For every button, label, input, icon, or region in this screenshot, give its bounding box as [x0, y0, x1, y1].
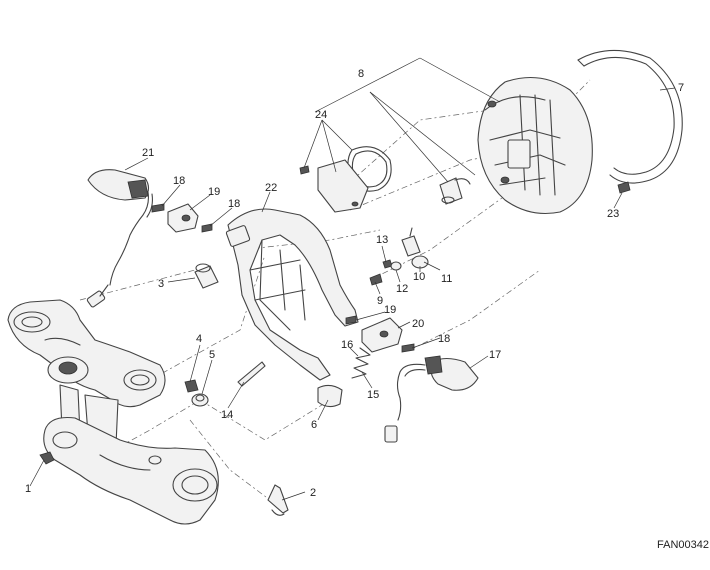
access-cover-part [317, 159, 369, 213]
callout-19b: 20 [412, 318, 424, 330]
right-turn-signal [384, 355, 479, 443]
callout-5: 5 [209, 349, 215, 361]
callout-6: 6 [311, 419, 317, 431]
callout-15: 15 [367, 389, 379, 401]
screw-part [617, 181, 631, 194]
callout-18c: 18 [438, 333, 450, 345]
headlight-trim-ring [577, 49, 683, 184]
callout-7: 7 [678, 82, 684, 94]
callout-4: 4 [196, 333, 202, 345]
callout-21: 22 [265, 182, 277, 194]
callout-13: 13 [376, 234, 388, 246]
callout-18b: 18 [228, 198, 240, 210]
callout-23: 24 [315, 109, 327, 121]
callout-9: 9 [377, 295, 383, 307]
callout-2: 2 [310, 487, 316, 499]
signal-mount-block-upper [167, 203, 199, 233]
callout-14: 14 [221, 409, 233, 421]
callout-1: 1 [25, 483, 31, 495]
spring-part [351, 347, 371, 379]
rubber-grommet-part [194, 263, 219, 289]
small-hardware-parts [369, 227, 429, 286]
callout-3: 3 [158, 278, 164, 290]
headlight-bracket [225, 208, 359, 381]
callout-17: 17 [489, 349, 501, 361]
fastener-parts-upper [151, 203, 213, 233]
pin-part [237, 361, 266, 387]
callout-10: 10 [413, 271, 425, 283]
triple-clamp [7, 299, 219, 525]
callout-19a: 19 [208, 186, 220, 198]
bush-and-nut-parts [184, 379, 209, 407]
callout-12: 12 [396, 283, 408, 295]
callout-16: 16 [341, 339, 353, 351]
long-bolt-part [267, 484, 289, 516]
leader-lines [29, 57, 676, 501]
drawing-code: FAN00342 [657, 539, 709, 551]
left-turn-signal [86, 169, 153, 308]
headlight-unit [477, 77, 593, 215]
callout-20: 21 [142, 147, 154, 159]
callout-labels: 1 2 3 4 5 6 7 8 9 10 11 12 13 14 15 16 1… [25, 68, 684, 499]
callout-18a: 18 [173, 175, 185, 187]
fastener-parts-lower [345, 315, 415, 353]
callout-18d: 19 [384, 304, 396, 316]
bulb-part [439, 177, 471, 205]
callout-22: 23 [607, 208, 619, 220]
nut-part [39, 451, 55, 465]
callout-8: 8 [358, 68, 364, 80]
signal-mount-block-lower [361, 317, 403, 353]
cover-screw-part [299, 165, 310, 175]
grommet-part [317, 384, 343, 408]
callout-11: 11 [441, 273, 452, 285]
